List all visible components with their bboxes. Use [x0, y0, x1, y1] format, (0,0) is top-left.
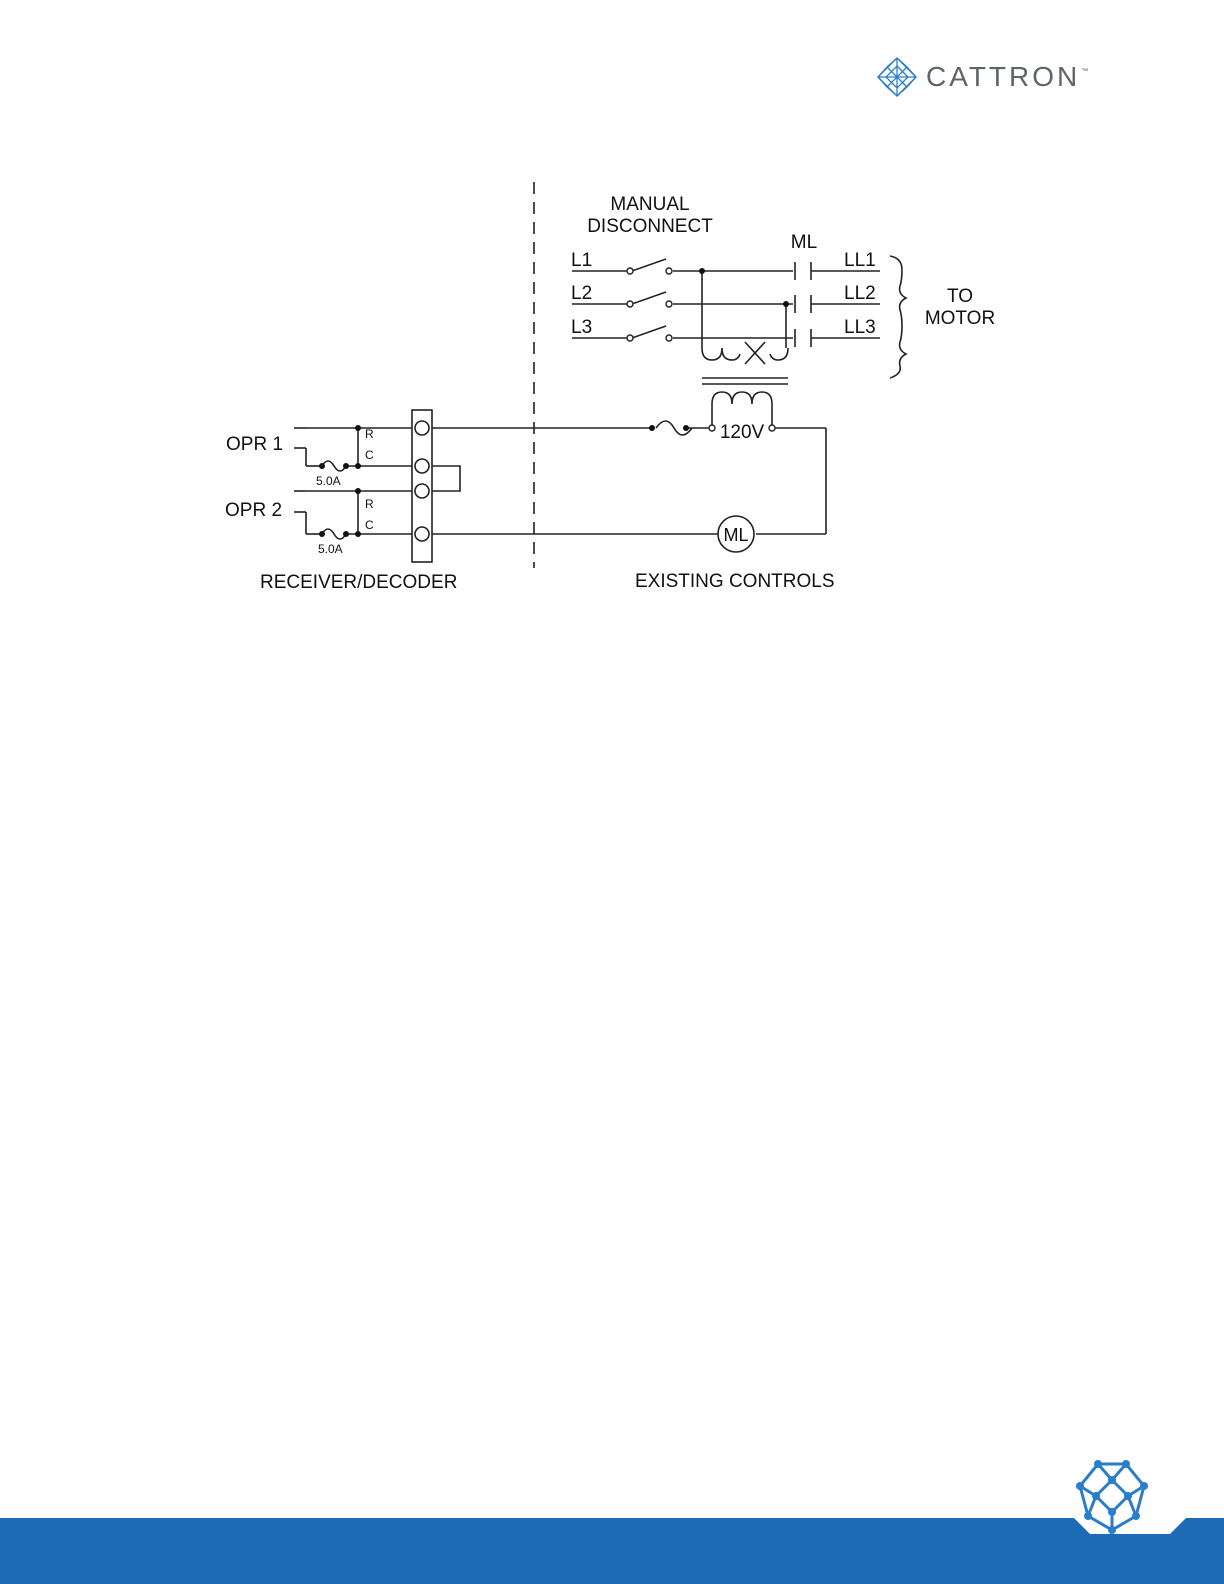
junction-dot: [683, 425, 689, 431]
line-in-l3: L3: [571, 317, 592, 338]
terminal-4: [415, 527, 429, 541]
line-out-ll1: LL1: [844, 250, 876, 271]
cattron-logo: CATTRON ™: [876, 54, 1116, 100]
disconnect-blade-1: [632, 259, 666, 271]
opr2-fuse-label: 5.0A: [318, 542, 343, 556]
wiring-diagram: MANUAL DISCONNECT ML L1 L2 L3 LL1 LL2 LL…: [0, 170, 1224, 610]
junction-dot: [355, 463, 361, 469]
terminal-3: [415, 484, 429, 498]
terminal-dot: [627, 301, 633, 307]
junction-dot: [319, 531, 325, 537]
brand-trademark: ™: [1081, 68, 1088, 75]
junction-dot: [343, 463, 349, 469]
terminal-dot: [666, 268, 672, 274]
transformer-primary: [702, 342, 788, 364]
contactor-label: ML: [791, 232, 817, 253]
terminal-jumper: [432, 466, 460, 491]
wiring-diagram-svg: MANUAL DISCONNECT ML L1 L2 L3 LL1 LL2 LL…: [0, 170, 1224, 610]
terminal-strip: [412, 410, 432, 562]
terminal-dot: [627, 268, 633, 274]
opr1-capacitor-label: C: [365, 448, 374, 462]
to-motor-label-2: MOTOR: [925, 308, 995, 329]
junction-dot: [355, 531, 361, 537]
manual-disconnect-label-2: DISCONNECT: [587, 216, 713, 237]
line-out-ll3: LL3: [844, 317, 876, 338]
manual-disconnect-label-1: MANUAL: [610, 194, 689, 215]
transformer-voltage-label: 120V: [720, 422, 765, 443]
opr1-label: OPR 1: [226, 434, 283, 455]
disconnect-blade-3: [632, 326, 666, 338]
opr2-label: OPR 2: [225, 500, 282, 521]
terminal-dot: [627, 335, 633, 341]
opr1-resistor-label: R: [365, 427, 374, 441]
to-motor-label-1: TO: [947, 286, 973, 307]
junction-dot: [343, 531, 349, 537]
terminal-1: [415, 421, 429, 435]
opr1-fuse-label: 5.0A: [316, 474, 341, 488]
junction-dot: [355, 488, 361, 494]
terminal-2: [415, 459, 429, 473]
junction-dot: [649, 425, 655, 431]
junction-dot: [783, 301, 789, 307]
terminal-dot: [709, 425, 715, 431]
existing-controls-label: EXISTING CONTROLS: [635, 571, 835, 592]
disconnect-blade-2: [632, 292, 666, 304]
opr2-capacitor-label: C: [365, 518, 374, 532]
terminal-dot: [769, 425, 775, 431]
coil-label: ML: [723, 525, 748, 545]
line-out-ll2: LL2: [844, 283, 876, 304]
terminal-dot: [666, 301, 672, 307]
cattron-network-icon: [876, 56, 918, 98]
line-in-l2: L2: [571, 283, 592, 304]
footer-band: [0, 1518, 1224, 1584]
motor-brace: [890, 256, 906, 378]
opr1-fuse: [322, 461, 346, 471]
brand-name: CATTRON: [926, 63, 1080, 91]
terminal-dot: [666, 335, 672, 341]
junction-dot: [355, 425, 361, 431]
cattron-footer-icon: [1074, 1458, 1150, 1534]
opr2-fuse: [322, 529, 346, 539]
receiver-decoder-label: RECEIVER/DECODER: [260, 572, 457, 593]
opr2-resistor-label: R: [365, 497, 374, 511]
junction-dot: [319, 463, 325, 469]
line-in-l1: L1: [571, 250, 592, 271]
junction-dot: [699, 268, 705, 274]
transformer-secondary: [712, 392, 772, 426]
